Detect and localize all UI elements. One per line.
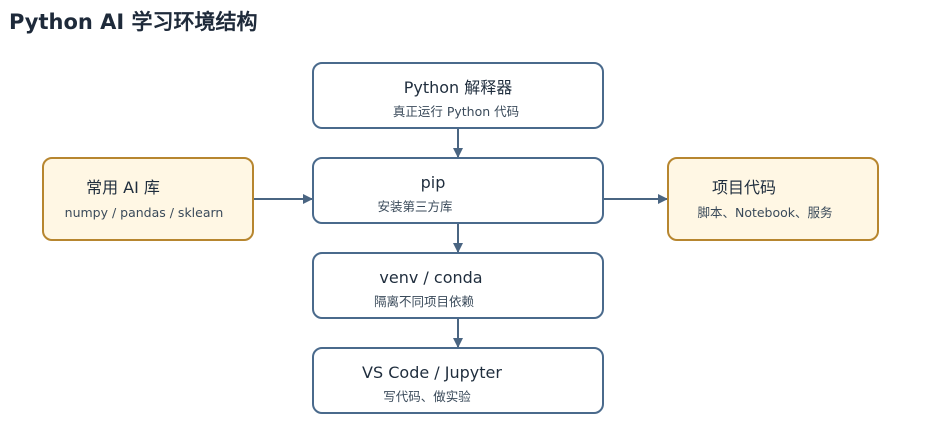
node-box [312, 347, 604, 414]
node-box [667, 157, 879, 241]
node-title: 项目代码 [712, 178, 776, 197]
node-subtitle: 安装第三方库 [377, 199, 452, 214]
node-subtitle: numpy / pandas / sklearn [65, 205, 224, 220]
page-title: Python AI 学习环境结构 [9, 10, 258, 34]
node-subtitle: 隔离不同项目依赖 [374, 294, 475, 309]
node-title: venv / conda [379, 268, 482, 287]
node-common-ai-libs: 常用 AI 库 numpy / pandas / sklearn [42, 157, 254, 241]
node-box [312, 252, 604, 319]
node-title: 常用 AI 库 [86, 178, 160, 197]
node-box [42, 157, 254, 241]
node-python-interpreter: Python 解释器 真正运行 Python 代码 [312, 62, 604, 129]
node-subtitle: 脚本、Notebook、服务 [697, 205, 832, 220]
node-subtitle: 写代码、做实验 [383, 389, 471, 404]
node-title: Python 解释器 [404, 78, 513, 97]
node-box [312, 157, 604, 224]
node-title: VS Code / Jupyter [362, 363, 502, 382]
node-pip: pip 安装第三方库 [312, 157, 604, 224]
node-box [312, 62, 604, 129]
node-project-code: 项目代码 脚本、Notebook、服务 [667, 157, 879, 241]
node-title: pip [421, 173, 446, 192]
node-vscode-jupyter: VS Code / Jupyter 写代码、做实验 [312, 347, 604, 414]
node-venv-conda: venv / conda 隔离不同项目依赖 [312, 252, 604, 319]
node-subtitle: 真正运行 Python 代码 [393, 104, 519, 119]
connectors [253, 128, 668, 348]
